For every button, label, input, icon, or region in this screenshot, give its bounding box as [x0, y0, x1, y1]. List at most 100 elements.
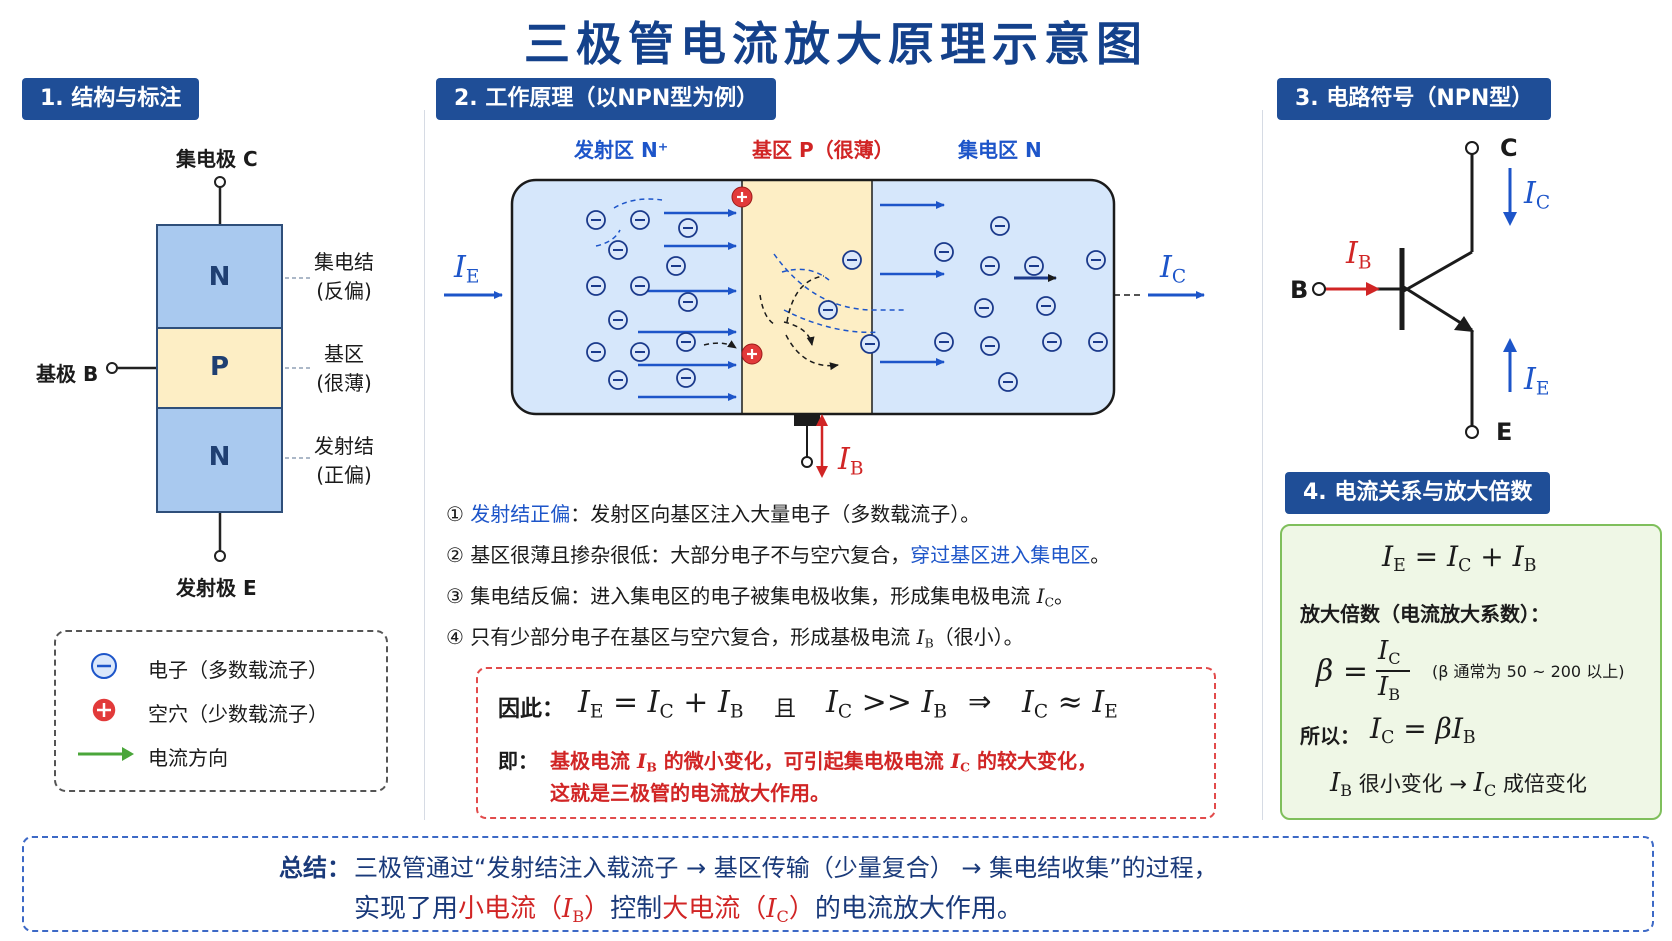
base-region-label: 基区: [324, 342, 364, 366]
electron-icon: [586, 342, 606, 362]
legend-electron: 电子（多数载流子）: [148, 658, 328, 682]
emitter-terminal: [214, 550, 226, 562]
emitter-region-label: 发射区 N⁺: [574, 138, 669, 162]
emitter-region: [512, 180, 742, 414]
electron-icon: [934, 332, 954, 352]
legend-current: 电流方向: [148, 746, 228, 770]
collector-region-label: 集电区 N: [958, 138, 1042, 162]
ej-bias: (正偏): [316, 463, 372, 487]
base-contact: [794, 414, 820, 426]
kcl-equation: IE = IC + IB: [1382, 540, 1537, 577]
ib-label: IB: [838, 442, 864, 480]
npn-symbol: [1312, 141, 1517, 439]
and-label: 且: [774, 697, 797, 722]
symbol-ie-label: IE: [1524, 362, 1550, 400]
carriers: [586, 186, 1108, 392]
electron-flow: [638, 201, 945, 401]
amp-factor-label: 放大倍数（电流放大系数）：: [1300, 602, 1550, 626]
electron-icon: [608, 370, 628, 390]
electron-icon: [1024, 256, 1044, 276]
step-2: ② 基区很薄且掺杂很低：大部分电子不与空穴复合，穿过基区进入集电区。: [446, 543, 1111, 567]
fraction-bar: [1376, 670, 1410, 672]
electron-icon: [586, 276, 606, 296]
symbol-e-label: E: [1496, 418, 1513, 446]
electron-icon: [860, 334, 880, 354]
conclusion-box: 因此： IE = IC + IB 且 IC >> IB ⇒ IC ≈ IE 即：…: [476, 667, 1216, 819]
therefore-label: 因此：: [498, 697, 565, 722]
symbol-ib-label: IB: [1346, 236, 1372, 274]
emitter-arrow: [1454, 316, 1474, 332]
electron-icon: [1036, 296, 1056, 316]
section-relation-header: 4. 电流关系与放大倍数: [1285, 472, 1551, 514]
ie-prefix: 即：: [498, 749, 538, 773]
legend-hole: 空穴（少数载流子）: [148, 702, 328, 726]
electron-icon: [586, 210, 606, 230]
electron-icon: [818, 300, 838, 320]
electron-icon: [630, 342, 650, 362]
ic-gg-ib: IC >> IB: [826, 685, 947, 723]
beta-numerator: IC: [1378, 636, 1401, 668]
summary-label: 总结：: [279, 854, 351, 882]
so-label: 所以：: [1300, 724, 1360, 748]
layer-n-bottom: N: [208, 442, 231, 472]
symbol-b-label: B: [1290, 276, 1309, 304]
current-arrow-icon: [78, 747, 134, 761]
electron-icon: [630, 276, 650, 296]
ie-label: IE: [454, 250, 480, 288]
base-terminal: [106, 362, 118, 374]
section-principle-header: 2. 工作原理（以NPN型为例）: [436, 78, 777, 120]
base-region-label: 基区 P（很薄）: [752, 138, 894, 162]
cj-label: 集电结: [314, 250, 374, 274]
hole-icon: [741, 343, 763, 365]
ib-double-arrow: [816, 414, 828, 478]
summary-line-1: 三极管通过“发射结注入载流子 → 基区传输（少量复合） → 集电结收集”的过程，: [354, 854, 1218, 882]
change-note: IB 很小变化 → IC 成倍变化: [1330, 768, 1587, 800]
section-structure-header: 1. 结构与标注: [22, 78, 200, 120]
hole-icon: [731, 186, 753, 208]
base-thin-label: (很薄): [316, 371, 372, 395]
base-terminal: [801, 456, 813, 468]
ic-label: IC: [1160, 250, 1187, 288]
electron-icon: [998, 372, 1018, 392]
ic-beta-ib: IC = βIB: [1370, 712, 1476, 749]
diffusion-paths: [595, 198, 904, 334]
electron-icon: [842, 250, 862, 270]
electron-icon: [980, 336, 1000, 356]
recombination-paths: [703, 275, 839, 371]
electron-icon: [630, 210, 650, 230]
collector-label: 集电极 C: [176, 147, 258, 171]
current-equation: IE = IC + IB: [578, 685, 744, 723]
base-label: 基极 B: [36, 362, 99, 386]
ej-label: 发射结: [314, 434, 374, 458]
ib-arrow: [1366, 282, 1380, 296]
collector-n-layer: [156, 224, 283, 329]
section-symbol-header: 3. 电路符号（NPN型）: [1277, 78, 1552, 120]
electron-icon: [608, 310, 628, 330]
explanation-line-1: 基极电流 IB 的微小变化，可引起集电极电流 IC 的较大变化，: [550, 749, 1097, 775]
electron-icon: [666, 256, 686, 276]
electron-icon: [1042, 332, 1062, 352]
legend: 电子（多数载流子） 空穴（少数载流子） 电流方向: [54, 630, 388, 792]
ic-arrow: [1503, 212, 1517, 226]
electron-icon: [980, 256, 1000, 276]
base-region: [742, 180, 872, 414]
ic-approx-ie: IC ≈ IE: [1022, 685, 1118, 723]
electron-icon: [676, 368, 696, 388]
ie-arrow: [1503, 338, 1517, 352]
electron-icon: [678, 218, 698, 238]
electron-icon: [1086, 250, 1106, 270]
relations-box: IE = IC + IB 放大倍数（电流放大系数）： β = IC IB (β …: [1280, 524, 1662, 820]
beta-note: (β 通常为 50 ~ 200 以上): [1432, 662, 1625, 681]
collector-terminal: [214, 176, 226, 188]
electron-icon: [934, 242, 954, 262]
step-1: ① 发射结正偏：发射区向基区注入大量电子（多数载流子）。: [446, 502, 981, 526]
divider: [1262, 110, 1263, 820]
electron-icon: [676, 332, 696, 352]
legend-symbols: [78, 653, 134, 761]
emitter-label: 发射极 E: [176, 576, 257, 600]
divider: [424, 110, 425, 820]
electron-icon: [608, 240, 628, 260]
npn-principle-diagram: [444, 178, 1205, 478]
page-title: 三极管电流放大原理示意图: [524, 17, 1148, 71]
explanation-line-2: 这就是三极管的电流放大作用。: [550, 781, 830, 805]
